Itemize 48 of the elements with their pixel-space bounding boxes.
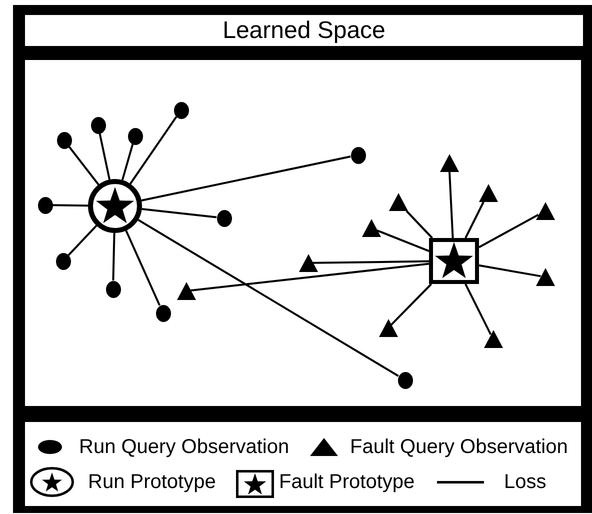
dot-icon: [156, 304, 170, 322]
dot-icon: [90, 116, 106, 134]
connector-line: [448, 172, 454, 238]
triangle-icon: [478, 184, 498, 202]
dot-icon: [38, 196, 52, 214]
connector-line: [312, 260, 430, 264]
connector-line: [406, 210, 433, 239]
dot-icon: [216, 210, 232, 226]
dot-icon: [398, 372, 412, 388]
connector-line: [142, 208, 217, 218]
connector-line: [141, 156, 351, 202]
title: Learned Space: [222, 16, 386, 44]
dot-icon: [56, 252, 70, 270]
dot-icon: [350, 146, 366, 164]
legend-label: Fault Query Observation: [350, 435, 568, 459]
triangle-icon: [536, 202, 554, 220]
legend-label: Run Query Observation: [79, 435, 290, 459]
connector-line: [376, 229, 430, 252]
dot-icon: [106, 280, 120, 298]
connector-line: [52, 204, 88, 207]
dot-icon: [128, 128, 142, 144]
triangle-icon: [388, 193, 408, 211]
triangle-icon: [362, 219, 380, 237]
connector-line: [125, 230, 161, 306]
connector-line: [464, 284, 492, 335]
triangle-icon: [298, 254, 318, 272]
triangle-icon: [484, 330, 502, 348]
triangle-icon: [536, 268, 554, 286]
connector-line: [190, 262, 430, 292]
dot-icon: [56, 132, 72, 148]
connector-line: [478, 214, 539, 248]
connector-line: [68, 146, 100, 186]
triangle-icon: [176, 282, 196, 300]
triangle-icon: [440, 154, 458, 172]
connector-line: [138, 219, 399, 377]
connector-line: [478, 264, 541, 278]
triangle-icon: [378, 319, 398, 337]
connector-line: [68, 224, 98, 256]
connector-line: [121, 144, 134, 180]
legend-label: Run Prototype: [88, 470, 216, 494]
connector-line: [390, 283, 432, 326]
connector-line: [129, 116, 178, 184]
connector-line: [98, 133, 110, 180]
legend-label: Fault Prototype: [279, 470, 415, 494]
connector-line: [464, 202, 484, 238]
dot-icon: [174, 102, 188, 118]
connector-line: [112, 232, 116, 281]
legend-label: Loss: [504, 470, 546, 494]
